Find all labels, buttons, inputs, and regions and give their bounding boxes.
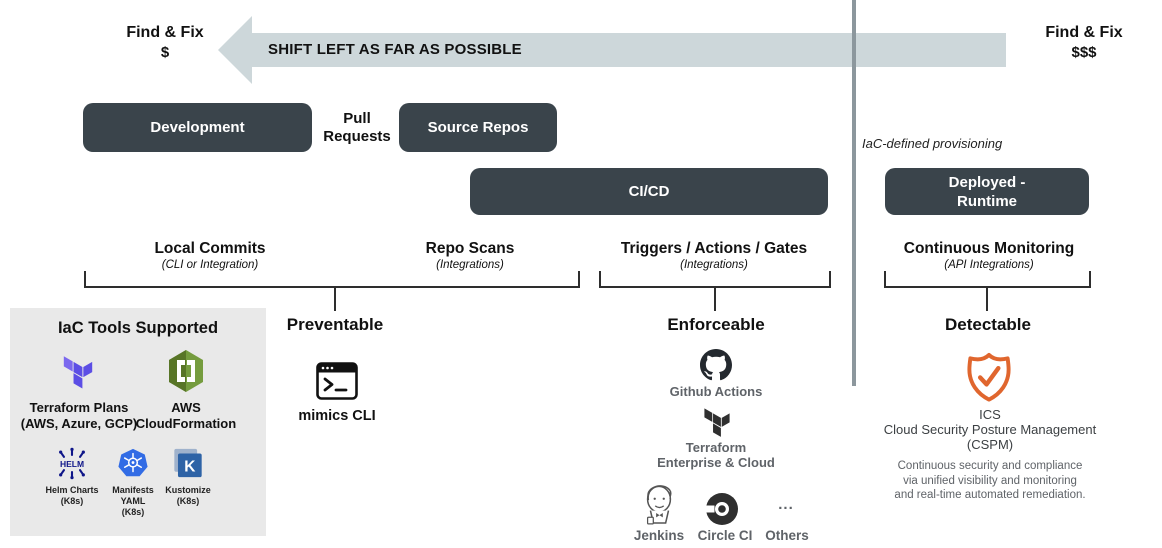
jenkins-label: Jenkins — [633, 528, 685, 543]
stem-enforceable — [714, 288, 716, 311]
cost-right-title: Find & Fix — [1045, 24, 1123, 41]
iac-panel-title: IaC Tools Supported — [57, 319, 219, 337]
arrow-label: SHIFT LEFT AS FAR AS POSSIBLE — [268, 41, 522, 58]
shield-check-icon — [967, 352, 1011, 402]
cicd-box: CI/CD — [470, 168, 828, 215]
helm-icon: HELM — [59, 447, 85, 480]
stage-triggers-actions-gates: Triggers / Actions / Gates (Integrations… — [620, 240, 808, 271]
ics-product-label: ICS — [979, 407, 1001, 422]
cost-left-title: Find & Fix — [126, 24, 204, 41]
category-enforceable: Enforceable — [667, 315, 765, 334]
terraform-black-icon — [704, 408, 730, 437]
cspm-title: Cloud Security Posture Management — [883, 422, 1097, 437]
deployed-runtime-box: Deployed - Runtime — [885, 168, 1089, 215]
iac-tools-panel: IaC Tools Supported Terraform Plans (AWS… — [10, 308, 266, 536]
shift-left-arrow — [250, 33, 1006, 67]
cost-left: Find & Fix $ — [103, 24, 227, 61]
stem-detectable — [986, 288, 988, 311]
cloudformation-label: AWS CloudFormation — [135, 400, 237, 431]
stage-repo-scans: Repo Scans (Integrations) — [425, 240, 515, 271]
jenkins-icon — [646, 485, 672, 525]
category-detectable: Detectable — [945, 315, 1031, 334]
helm-label: Helm Charts (K8s) — [45, 485, 99, 506]
terraform-label: Terraform Plans (AWS, Azure, GCP) — [20, 400, 138, 431]
cost-right: Find & Fix $$$ — [1022, 24, 1146, 61]
kustomize-label: Kustomize (K8s) — [165, 485, 211, 506]
github-actions-label: Github Actions — [669, 384, 763, 399]
stem-preventable — [334, 288, 336, 311]
development-box: Development — [83, 103, 312, 152]
bracket-detectable — [884, 271, 1091, 288]
terraform-icon — [63, 356, 93, 389]
others-label: Others — [765, 528, 809, 543]
terraform-enterprise-label: Terraform Enterprise & Cloud — [657, 440, 775, 470]
circleci-label: Circle CI — [697, 528, 753, 543]
runtime-divider-line — [852, 0, 856, 386]
svg-text:HELM: HELM — [60, 459, 84, 469]
bracket-preventable — [84, 271, 580, 288]
manifests-label: Manifests YAML (K8s) — [112, 485, 154, 517]
category-preventable: Preventable — [286, 315, 384, 334]
mimics-cli-label: mimics CLI — [298, 408, 376, 424]
circleci-icon — [705, 493, 738, 525]
kustomize-icon: K — [174, 448, 202, 478]
ellipsis: ... — [778, 496, 794, 513]
arrow-head-left — [218, 16, 252, 84]
cspm-acronym: (CSPM) — [966, 437, 1014, 452]
iac-provisioning-note: IaC-defined provisioning — [862, 136, 1003, 151]
stage-continuous-monitoring: Continuous Monitoring (API Integrations) — [903, 240, 1075, 271]
cspm-description: Continuous security and compliance via u… — [894, 460, 1086, 501]
source-repos-box: Source Repos — [399, 103, 557, 152]
cost-right-amount: $$$ — [1071, 44, 1097, 61]
github-icon — [700, 349, 732, 381]
cloudformation-icon — [169, 350, 203, 392]
kubernetes-icon — [118, 448, 148, 477]
pull-requests-label: Pull Requests — [323, 110, 391, 145]
cost-left-amount: $ — [160, 44, 170, 61]
stage-local-commits: Local Commits (CLI or Integration) — [154, 240, 266, 271]
terminal-icon — [316, 362, 358, 400]
bracket-enforceable — [599, 271, 831, 288]
svg-text:K: K — [184, 458, 196, 475]
